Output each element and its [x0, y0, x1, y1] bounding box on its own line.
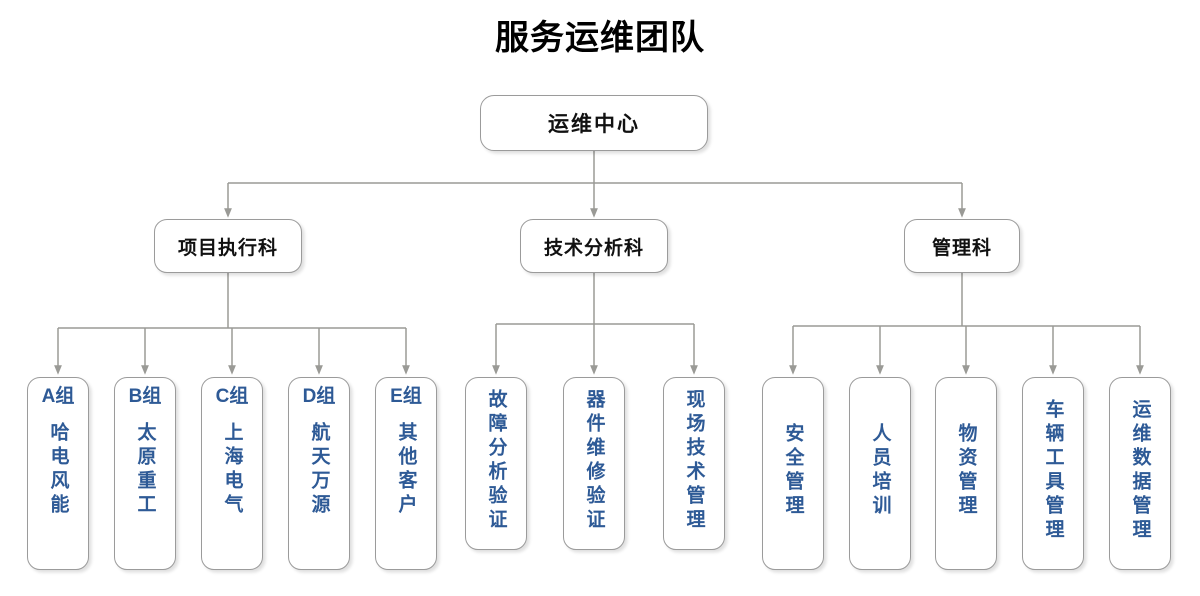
- node-technical-component-repair[interactable]: 器件维修验证: [563, 377, 625, 550]
- node-management-vehicle-tools[interactable]: 车辆工具管理: [1022, 377, 1084, 570]
- node-root[interactable]: 运维中心: [480, 95, 708, 151]
- node-group-body: 航天万源: [289, 420, 349, 569]
- node-group-tag: A组: [41, 386, 75, 407]
- node-technical-name: 器件维修验证: [583, 388, 605, 533]
- node-dept-management[interactable]: 管理科: [904, 219, 1020, 273]
- node-management-body: 安全管理: [763, 378, 823, 569]
- node-management-safety[interactable]: 安全管理: [762, 377, 824, 570]
- node-group-c[interactable]: C组 上海电气: [201, 377, 263, 570]
- node-group-d[interactable]: D组 航天万源: [288, 377, 350, 570]
- node-technical-body: 故障分析验证: [466, 378, 526, 549]
- node-dept-project-execution[interactable]: 项目执行科: [154, 219, 302, 273]
- node-technical-name: 故障分析验证: [485, 388, 507, 533]
- node-group-b[interactable]: B组 太原重工: [114, 377, 176, 570]
- node-group-a[interactable]: A组 哈电风能: [27, 377, 89, 570]
- node-technical-onsite-management[interactable]: 现场技术管理: [663, 377, 725, 550]
- node-technical-body: 现场技术管理: [664, 378, 724, 549]
- node-dept-technical-analysis[interactable]: 技术分析科: [520, 219, 668, 273]
- node-management-name: 车辆工具管理: [1042, 398, 1064, 543]
- node-management-training[interactable]: 人员培训: [849, 377, 911, 570]
- node-management-body: 物资管理: [936, 378, 996, 569]
- node-group-name: 上海电气: [221, 422, 243, 518]
- node-group-body: 哈电风能: [28, 420, 88, 569]
- node-group-tag: E组: [390, 386, 422, 407]
- node-group-name: 其他客户: [395, 422, 417, 518]
- node-management-materials[interactable]: 物资管理: [935, 377, 997, 570]
- node-group-name: 太原重工: [134, 422, 156, 518]
- node-group-tag: B组: [128, 386, 162, 407]
- node-management-name: 运维数据管理: [1129, 398, 1151, 543]
- node-group-name: 哈电风能: [47, 422, 69, 518]
- node-management-name: 物资管理: [955, 422, 977, 519]
- node-group-body: 其他客户: [376, 420, 436, 569]
- node-technical-body: 器件维修验证: [564, 378, 624, 549]
- node-technical-name: 现场技术管理: [683, 388, 705, 533]
- node-technical-fault-analysis[interactable]: 故障分析验证: [465, 377, 527, 550]
- node-management-ops-data[interactable]: 运维数据管理: [1109, 377, 1171, 570]
- node-group-body: 上海电气: [202, 420, 262, 569]
- node-management-body: 车辆工具管理: [1023, 378, 1083, 569]
- node-dept-label: 技术分析科: [543, 237, 644, 259]
- node-group-e[interactable]: E组 其他客户: [375, 377, 437, 570]
- node-group-tag: C组: [215, 386, 249, 407]
- node-management-body: 人员培训: [850, 378, 910, 569]
- node-group-body: 太原重工: [115, 420, 175, 569]
- node-dept-label: 管理科: [931, 237, 992, 259]
- node-management-name: 安全管理: [782, 422, 804, 519]
- node-management-name: 人员培训: [869, 422, 891, 519]
- node-group-name: 航天万源: [308, 422, 330, 518]
- node-root-label: 运维中心: [548, 113, 640, 136]
- node-group-tag: D组: [302, 386, 336, 407]
- page-title: 服务运维团队: [495, 19, 705, 57]
- node-management-body: 运维数据管理: [1110, 378, 1170, 569]
- node-dept-label: 项目执行科: [177, 237, 278, 259]
